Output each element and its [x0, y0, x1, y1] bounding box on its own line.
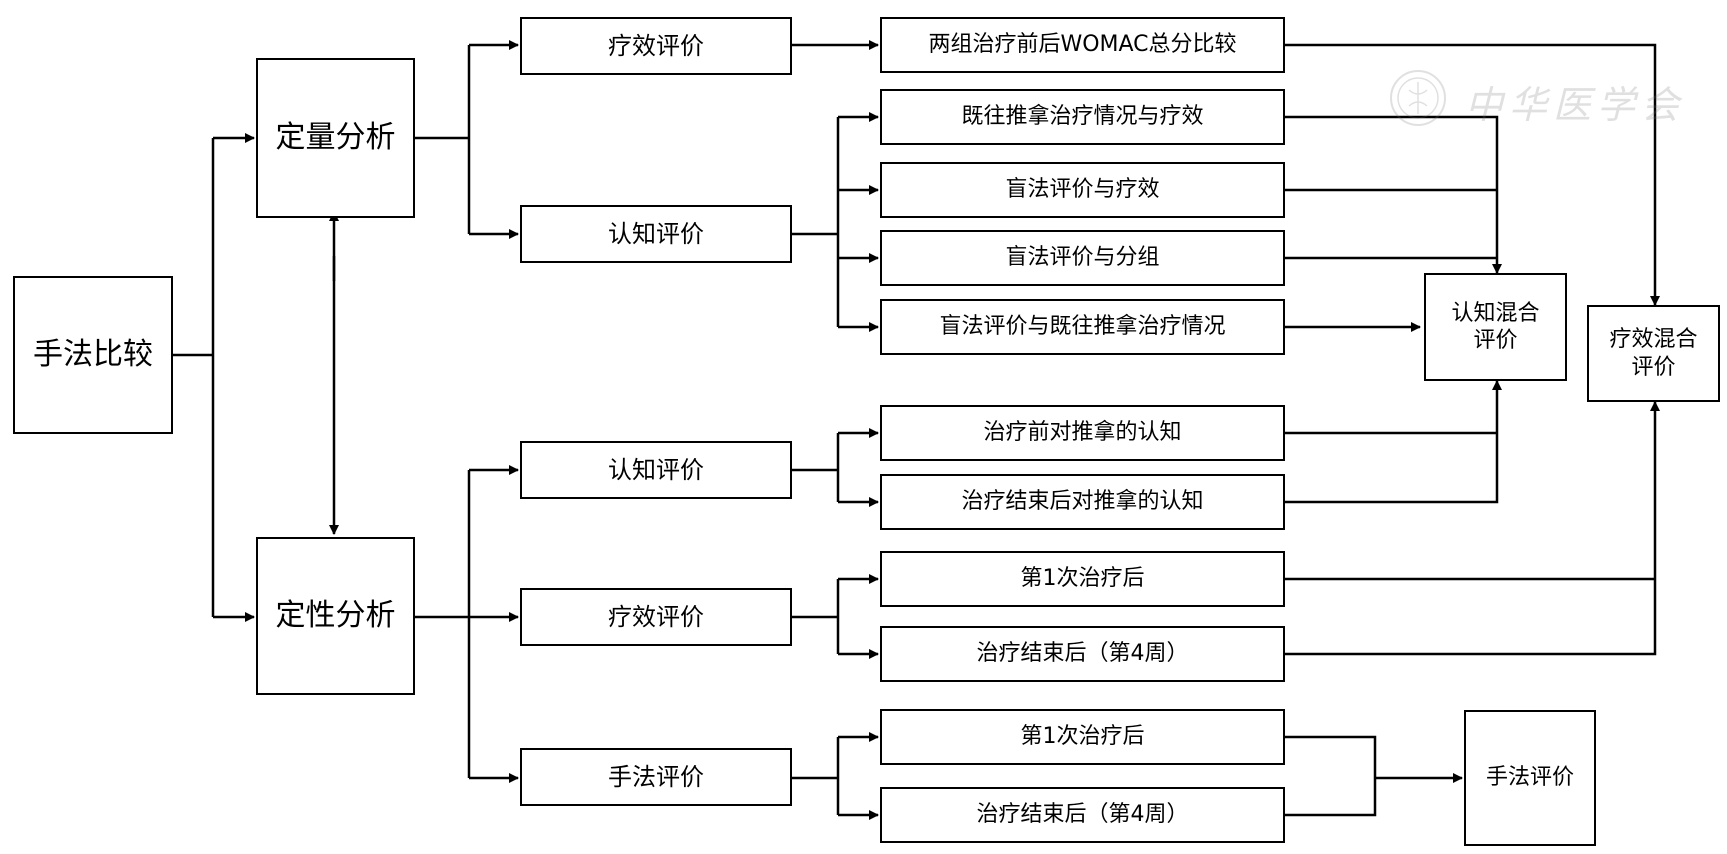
- manual-end-treatment-node: 治疗结束后（第4周）: [880, 787, 1285, 843]
- qualitative-analysis-label: 定性分析: [275, 598, 396, 634]
- qual-manual-node: 手法评价: [520, 748, 792, 806]
- quant-efficacy-label: 疗效评价: [608, 32, 704, 60]
- quant-efficacy-node: 疗效评价: [520, 17, 792, 75]
- qual-efficacy-node: 疗效评价: [520, 588, 792, 646]
- cognition-mixed-line-2: 评价: [1473, 328, 1518, 353]
- blinding-grouping-node: 盲法评价与分组: [880, 230, 1285, 286]
- efficacy-mixed-line-2: 评价: [1631, 354, 1676, 380]
- qual-cognition-label: 认知评价: [608, 456, 704, 484]
- quant-cognition-label: 认知评价: [608, 220, 704, 248]
- post-treatment-cognition-label: 治疗结束后对推拿的认知: [961, 489, 1204, 515]
- cognition-mixed-line-1: 认知混合: [1451, 300, 1540, 326]
- pre-treatment-cognition-label: 治疗前对推拿的认知: [983, 420, 1182, 446]
- pre-treatment-cognition-node: 治疗前对推拿的认知: [880, 405, 1285, 461]
- quantitative-analysis-node: 定量分析: [256, 58, 415, 218]
- efficacy-end-treatment-node: 治疗结束后（第4周）: [880, 626, 1285, 682]
- womac-comparison-label: 两组治疗前后WOMAC总分比较: [928, 32, 1237, 58]
- qualitative-analysis-node: 定性分析: [256, 537, 415, 695]
- cognition-mixed-evaluation-node: 认知混合 评价: [1424, 273, 1567, 381]
- womac-comparison-node: 两组治疗前后WOMAC总分比较: [880, 17, 1285, 73]
- efficacy-mixed-evaluation-node: 疗效混合 评价: [1587, 305, 1720, 402]
- manual-comparison-label: 手法比较: [33, 337, 153, 373]
- qual-efficacy-label: 疗效评价: [608, 603, 704, 631]
- blinding-efficacy-label: 盲法评价与疗效: [1005, 177, 1160, 203]
- manual-first-treatment-node: 第1次治疗后: [880, 709, 1285, 765]
- post-treatment-cognition-node: 治疗结束后对推拿的认知: [880, 474, 1285, 530]
- efficacy-end-treatment-label: 治疗结束后（第4周）: [976, 641, 1189, 667]
- manual-evaluation-output-label: 手法评价: [1485, 765, 1574, 791]
- manual-end-treatment-label: 治疗结束后（第4周）: [976, 802, 1189, 828]
- qual-cognition-node: 认知评价: [520, 441, 792, 499]
- manual-comparison-node: 手法比较: [13, 276, 173, 434]
- quantitative-analysis-label: 定量分析: [275, 120, 396, 156]
- efficacy-first-treatment-node: 第1次治疗后: [880, 551, 1285, 607]
- blinding-prior-massage-node: 盲法评价与既往推拿治疗情况: [880, 299, 1285, 355]
- efficacy-mixed-line-1: 疗效混合: [1609, 327, 1698, 352]
- watermark-logo: 中华医学会: [1385, 66, 1679, 130]
- prior-massage-efficacy-label: 既往推拿治疗情况与疗效: [961, 104, 1204, 130]
- seal-icon: [1390, 70, 1446, 126]
- blinding-prior-massage-label: 盲法评价与既往推拿治疗情况: [939, 314, 1226, 340]
- efficacy-first-treatment-label: 第1次治疗后: [1020, 566, 1145, 592]
- blinding-efficacy-node: 盲法评价与疗效: [880, 162, 1285, 218]
- qual-manual-label: 手法评价: [608, 763, 704, 791]
- quant-cognition-node: 认知评价: [520, 205, 792, 263]
- watermark-text: 中华医学会: [1465, 83, 1686, 127]
- manual-evaluation-output-node: 手法评价: [1464, 710, 1596, 846]
- prior-massage-efficacy-node: 既往推拿治疗情况与疗效: [880, 89, 1285, 145]
- blinding-grouping-label: 盲法评价与分组: [1005, 245, 1160, 271]
- manual-first-treatment-label: 第1次治疗后: [1020, 724, 1145, 750]
